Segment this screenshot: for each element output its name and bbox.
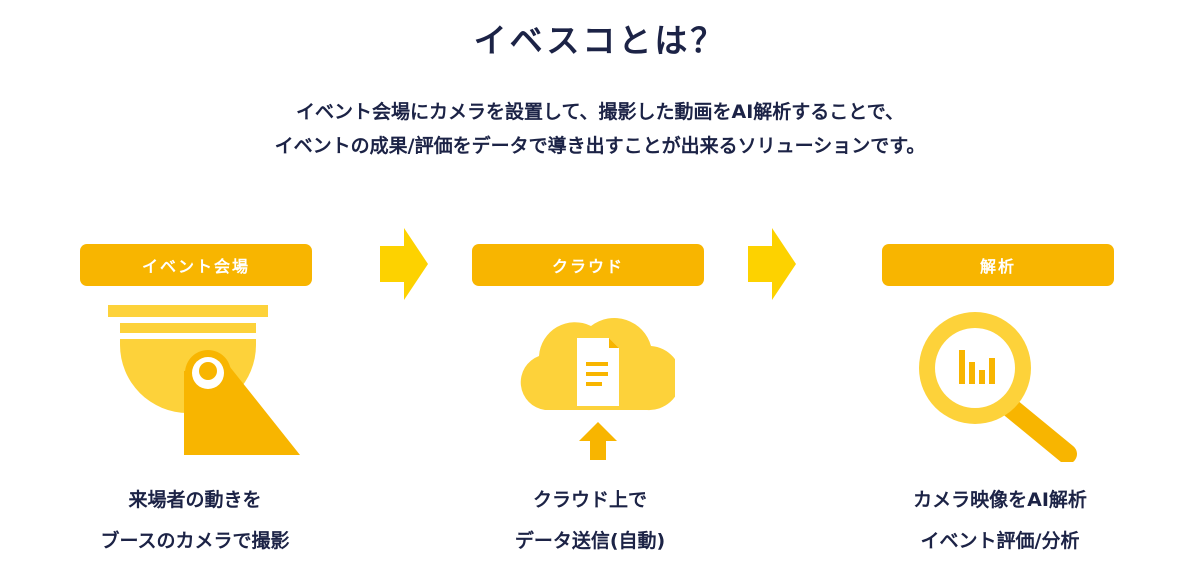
arrow-right-icon-2 bbox=[748, 228, 796, 300]
step-description-line: イベント評価/分析 bbox=[920, 530, 1080, 552]
step-description-line: ブースのカメラで撮影 bbox=[100, 530, 290, 552]
arrow-right-icon-1 bbox=[380, 228, 428, 300]
magnifier-chart-icon bbox=[919, 312, 1077, 462]
intro-line-1: イベント会場にカメラを設置して、撮影した動画をAI解析することで、 bbox=[296, 101, 904, 123]
step-description-venue: 来場者の動きを ブースのカメラで撮影 bbox=[40, 480, 350, 562]
step-description-line: カメラ映像をAI解析 bbox=[913, 489, 1087, 511]
step-description-line: 来場者の動きを bbox=[128, 489, 262, 511]
step-label-analysis: 解析 bbox=[882, 244, 1114, 286]
page-title: イベスコとは？ bbox=[473, 21, 727, 60]
cloud-upload-icon bbox=[520, 317, 675, 460]
step-description-cloud: クラウド上で データ送信(自動) bbox=[435, 480, 745, 562]
step-label-venue: イベント会場 bbox=[80, 244, 312, 286]
camera-icon bbox=[108, 305, 300, 455]
step-description-analysis: カメラ映像をAI解析 イベント評価/分析 bbox=[845, 480, 1155, 562]
step-label-cloud: クラウド bbox=[472, 244, 704, 286]
step-description-line: クラウド上で bbox=[532, 489, 647, 511]
intro-line-2: イベントの成果/評価をデータで導き出すことが出来るソリューションです。 bbox=[274, 135, 926, 157]
intro-text: イベント会場にカメラを設置して、撮影した動画をAI解析することで、 イベントの成… bbox=[0, 95, 1200, 163]
step-description-line: データ送信(自動) bbox=[514, 530, 666, 552]
